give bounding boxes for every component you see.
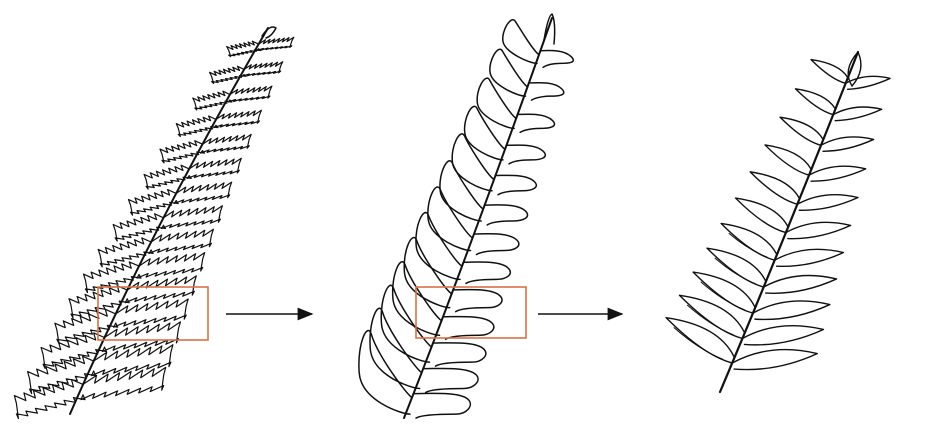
fern-pinna-right (124, 275, 197, 304)
fern-lobe-left (380, 284, 433, 363)
fern-lobe-right (506, 144, 547, 165)
stylized-leaf-right (762, 274, 838, 294)
fern-pinna-right (148, 228, 214, 254)
stylized-leaf-left (794, 88, 836, 116)
fern-lobe-right (463, 261, 512, 285)
fern-pinna-left (127, 189, 179, 216)
fern-pinna-right (186, 157, 242, 179)
fern-pinna-left (13, 378, 86, 420)
fern-pinna-left (175, 115, 219, 138)
fern-lobe-left (476, 77, 517, 130)
fern-pinna-left (209, 65, 247, 84)
fern-pinna-left (159, 140, 206, 164)
fern-lobe-left (358, 329, 413, 415)
fern-lobe-right (484, 204, 529, 226)
simplified-fern-drawing (358, 13, 575, 419)
fern-pinna-left (82, 261, 142, 294)
stylized-fern-leaves (665, 58, 891, 371)
fern-pinna-left (192, 90, 233, 111)
stylized-leaf-left (720, 222, 778, 261)
fern-lobe-left (463, 105, 506, 161)
simplified-fern-stem (403, 17, 553, 419)
fern-pinna-right (173, 181, 233, 205)
stylized-leaf-right (844, 75, 891, 91)
stylized-fern-tip-leaf (847, 51, 862, 87)
stylized-leaf-vein (700, 281, 745, 311)
stylized-leaf-right (785, 221, 852, 240)
stylized-leaf-vein (686, 304, 734, 336)
stylized-leaf-left (692, 271, 756, 314)
stylized-leaf-left (734, 197, 789, 234)
fern-lobe-tip (543, 13, 556, 45)
stylized-leaf-right (796, 193, 859, 211)
fern-pinna-right (199, 133, 252, 154)
fern-lobe-right (495, 174, 538, 196)
fern-pinna-right (160, 205, 223, 230)
fern-lobe-right (452, 288, 503, 313)
fern-lobe-left (489, 48, 529, 97)
fern-pinna-right (136, 252, 206, 279)
stylized-leaf-vein (728, 232, 768, 258)
fern-pinna-right (241, 61, 284, 77)
fern-lobe-right (528, 81, 565, 101)
stylized-leaf-right (808, 165, 867, 182)
fern-lobe-left (369, 307, 423, 390)
fern-pinna-left (112, 213, 167, 242)
fern-pinna-right (113, 298, 189, 328)
fern-lobe-left (427, 186, 474, 252)
detailed-fern-drawing (13, 26, 295, 420)
stylized-leaf-left (749, 171, 801, 205)
stylized-leaf-left (810, 58, 849, 85)
fern-pinna-right (80, 366, 167, 401)
stylized-leaf-right (773, 248, 845, 268)
detailed-fern-pinnae (13, 36, 295, 420)
fern-pinna-right (91, 344, 174, 377)
fern-pinna-left (226, 40, 262, 58)
fern-pinna-right (101, 321, 181, 353)
highlight-box-detailed (97, 286, 209, 341)
stylized-leaf-left (764, 144, 812, 176)
stylized-leaf-left (665, 316, 735, 364)
fern-pinna-left (68, 285, 130, 319)
stylized-leaf-right (741, 325, 825, 346)
stylized-leaf-vein (714, 257, 757, 285)
detailed-fern-tip (261, 26, 277, 39)
fern-pinna-left (27, 355, 97, 395)
stylized-leaf-right (820, 136, 875, 152)
fern-lobe-right (432, 342, 487, 367)
detailed-fern-stem (69, 27, 269, 415)
stylized-leaf-left (706, 247, 767, 288)
fern-lobe-left (451, 133, 495, 192)
stylized-leaf-right (832, 106, 883, 122)
stylized-fern-drawing (665, 50, 891, 394)
fern-lobe-right (442, 315, 495, 341)
simplified-fern-lobes (358, 13, 575, 419)
fern-lobe-left (415, 211, 463, 281)
fern-pinna-right (256, 36, 295, 52)
fern-pinna-left (40, 332, 108, 370)
stylized-leaf-left (779, 116, 824, 146)
fern-lobe-right (473, 233, 520, 256)
fern-lobe-right (517, 113, 556, 134)
fern-lobe-left (403, 236, 453, 309)
fern-pinna-left (143, 164, 192, 190)
fern-lobe-right (540, 49, 575, 69)
stylized-fern-stem (718, 50, 860, 394)
fern-pinna-right (227, 85, 273, 103)
fern-lobe-right (422, 367, 479, 394)
highlight-box-simplified (415, 286, 527, 339)
fern-lobe-left (502, 19, 540, 65)
fern-lobe-right (413, 392, 472, 419)
stylized-leaf-right (752, 300, 831, 321)
stylized-leaf-vein (673, 327, 724, 360)
fern-pinna-right (213, 109, 262, 129)
fern-lobe-left (439, 160, 484, 222)
stylized-leaf-right (731, 348, 818, 371)
fern-pinna-left (97, 237, 154, 268)
